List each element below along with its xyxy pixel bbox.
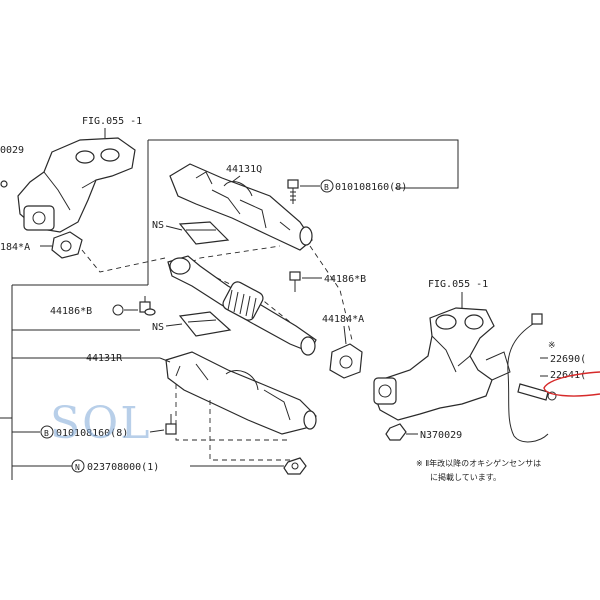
nut-marker-n-bottom-text: N	[75, 463, 80, 472]
part-44186b-right-label: 44186*B	[324, 274, 366, 285]
part-44131q-label: 44131Q	[226, 164, 262, 175]
part-44184a-left-label: 184*A	[0, 242, 30, 253]
bolt-marker-b-bottom	[40, 425, 54, 439]
nut-marker-n-bottom	[71, 459, 85, 473]
nut-n370029	[385, 423, 407, 441]
bolt-marker-b-top-text: B	[324, 183, 329, 192]
fig-055-1-top-label: FIG.055 -1	[82, 116, 142, 127]
callout-frame	[0, 139, 459, 480]
ns-mid-label: NS	[152, 322, 164, 333]
rear-pipe-44131r	[165, 351, 317, 461]
bolt-marker-b-top	[320, 179, 334, 193]
nut-bottom	[283, 457, 307, 475]
bolt-top	[287, 179, 299, 204]
nut-023708000-label: 023708000(1)	[87, 462, 159, 473]
watermark-logo: SOL	[50, 398, 151, 449]
center-flex-pipe	[167, 255, 317, 356]
highlight-circle	[543, 371, 600, 397]
part-44186b-left-label: 44186*B	[50, 306, 92, 317]
ns-gasket-mid	[178, 311, 232, 337]
part-44131r-label: 44131R	[86, 353, 123, 364]
star-marker: ※	[548, 341, 556, 351]
bolt-010108160-bottom-label: 010108160(8)	[56, 428, 128, 439]
ns-top-label: NS	[152, 220, 164, 231]
bolt-marker-b-bottom-text: B	[44, 429, 49, 438]
part-0029-label: 0029	[0, 145, 24, 156]
part-44184a-right-label: 44184*A	[322, 314, 364, 325]
bolt-44186b-right	[289, 271, 301, 292]
fig-055-1-right-label: FIG.055 -1	[428, 279, 488, 290]
part-22690-label: 22690(	[550, 354, 586, 365]
exhaust-manifold-left	[17, 137, 136, 233]
front-pipe-44131q	[169, 163, 313, 251]
exhaust-manifold-right	[373, 307, 511, 421]
bolt-010108160-top-label: 010108160(8)	[335, 182, 407, 193]
note-line-2: に掲載しています。	[430, 472, 501, 482]
part-22641-label: 22641(	[550, 370, 586, 381]
part-n370029-label: N370029	[420, 430, 462, 441]
ns-gasket-top	[178, 221, 230, 245]
bolt-bottom	[165, 414, 177, 435]
bolt-44186b-left	[139, 296, 156, 316]
note-line-1: ※ Ⅱ年改以降のオキシゲンセンサは	[416, 458, 541, 468]
gasket-44184a-right	[329, 343, 363, 379]
oxygen-sensor	[507, 313, 557, 443]
gasket-44184a-left	[51, 231, 83, 259]
